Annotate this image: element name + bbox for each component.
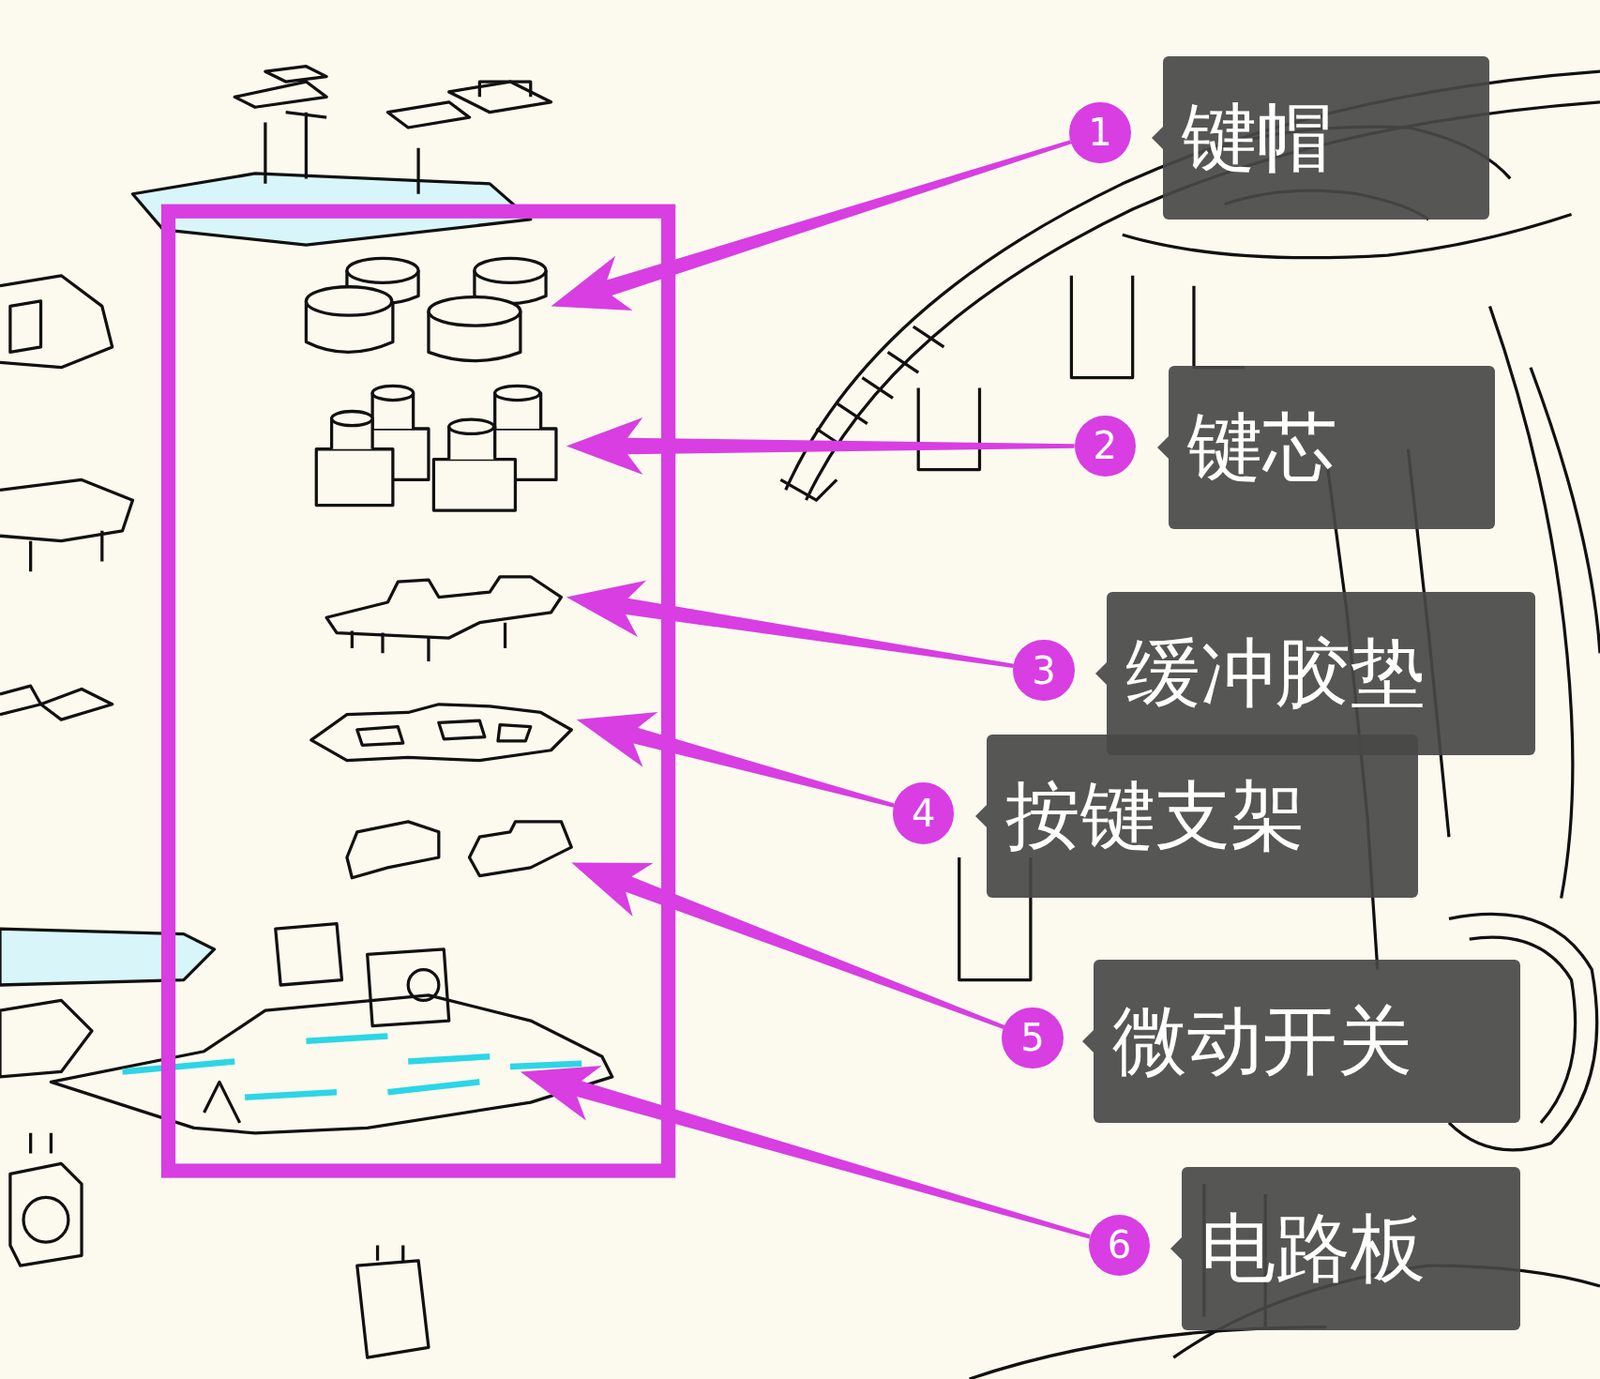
label-pointer [1082,1029,1094,1053]
leader-arrow [520,1065,1091,1239]
label-box: 键帽 [1162,56,1490,220]
part-name: 微动开关 [1112,1003,1413,1079]
leader-arrow [571,861,1005,1029]
callout-number: 5 [1001,1007,1063,1069]
callout-number: 6 [1088,1214,1150,1276]
callout-number: 4 [892,782,954,844]
label-pointer [1095,662,1107,685]
label-pointer [1170,1237,1182,1260]
callout: 6 电路板 [1088,1166,1521,1330]
label-box: 微动开关 [1093,959,1521,1123]
part-name: 电路板 [1200,1210,1426,1286]
callout: 4 按键支架 [892,734,1419,898]
part-name: 按键支架 [1005,778,1306,854]
callout: 5 微动开关 [1001,959,1521,1123]
callout-number: 2 [1074,415,1136,477]
callout-number: 1 [1069,102,1131,164]
callout: 2 键芯 [1074,365,1495,529]
callout: 3 缓冲胶垫 [1012,591,1536,755]
leader-arrow [551,139,1072,311]
label-pointer [1157,436,1169,459]
leader-arrow [566,417,1075,475]
callout: 1 键帽 [1069,56,1490,220]
part-name: 键帽 [1181,100,1332,176]
part-name: 键芯 [1187,409,1338,485]
label-box: 电路板 [1181,1166,1521,1330]
label-box: 键芯 [1168,365,1495,529]
label-box: 缓冲胶垫 [1106,591,1536,755]
leader-arrow [566,580,1014,668]
label-box: 按键支架 [986,734,1419,898]
callout-number: 3 [1012,639,1074,701]
part-name: 缓冲胶垫 [1125,635,1426,711]
leader-arrow [576,711,895,808]
label-pointer [975,804,987,828]
label-pointer [1151,126,1163,150]
